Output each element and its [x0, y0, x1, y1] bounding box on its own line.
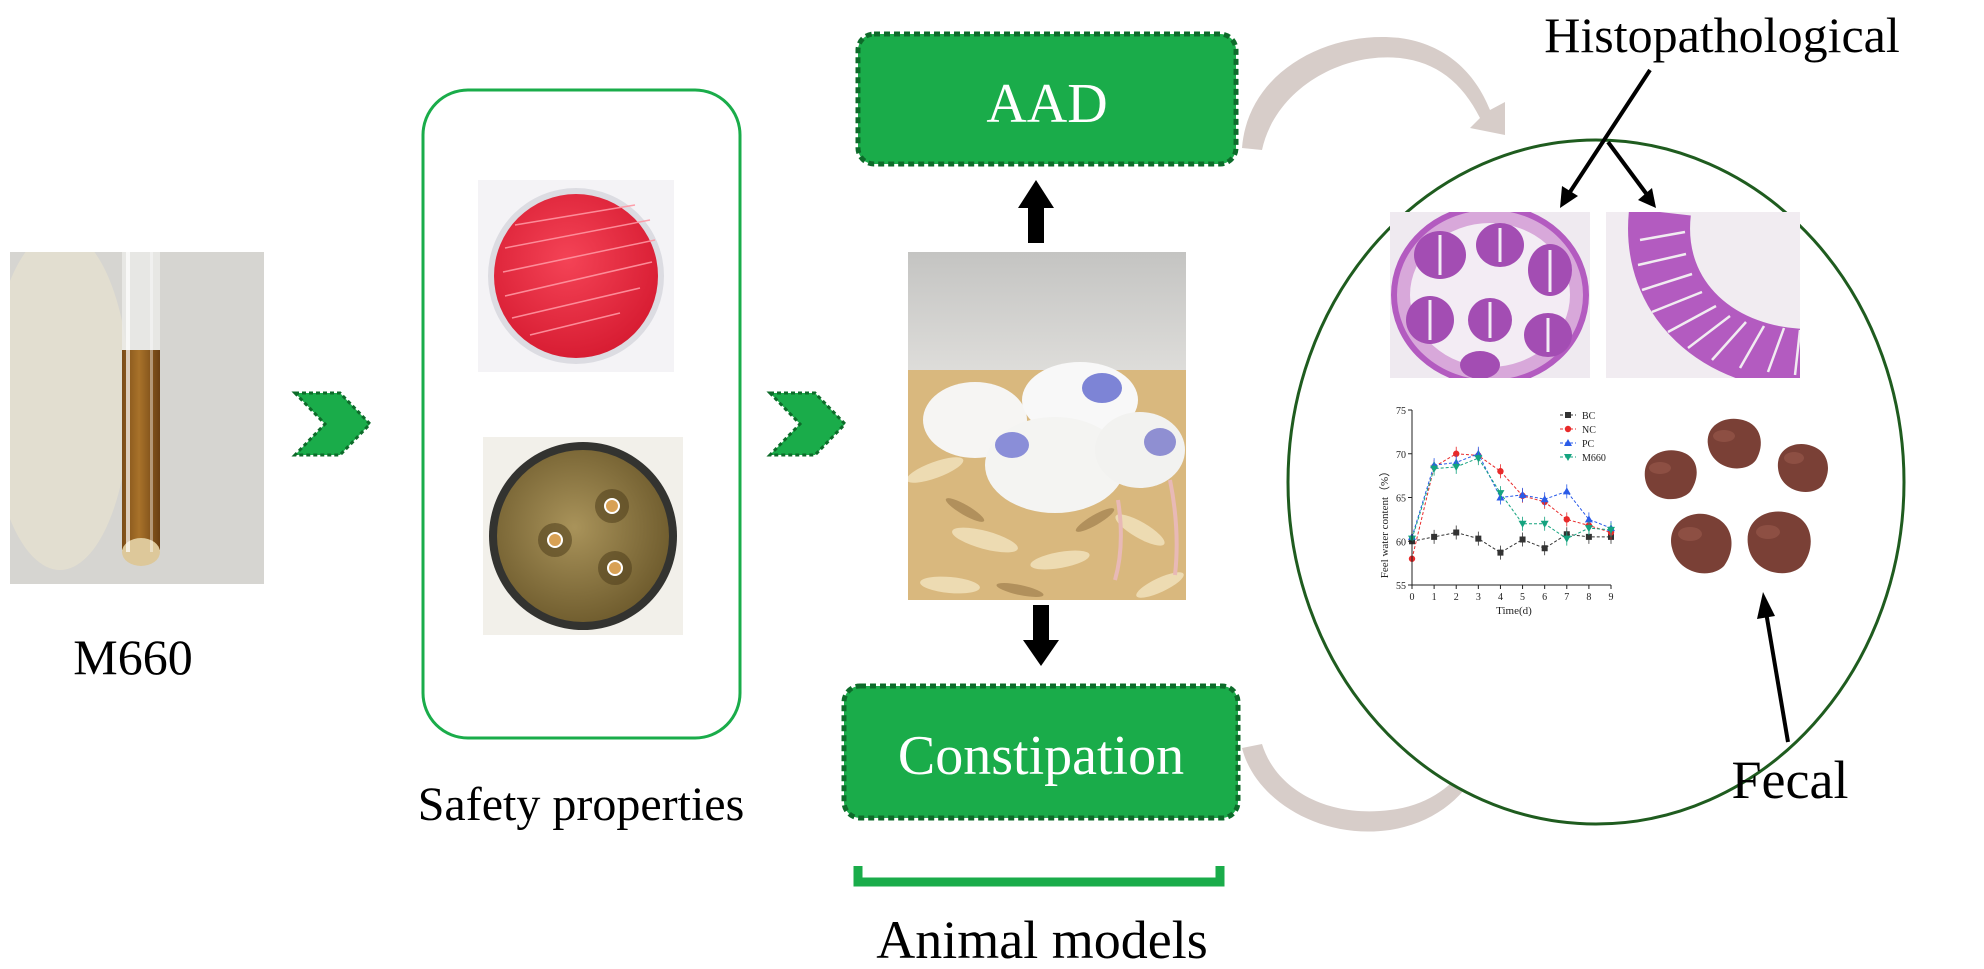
chart-legend: BC NC PC M660 — [1560, 411, 1606, 464]
legend-label: PC — [1582, 439, 1595, 450]
fecal-label: Fecal — [1732, 750, 1849, 810]
histology-colon-image — [1390, 212, 1590, 378]
fecal-pellet-icon — [1644, 450, 1697, 500]
chart-point — [1584, 515, 1593, 523]
chart-point — [1452, 463, 1461, 471]
constipation-box — [841, 683, 1241, 821]
chart-x-tick-label: 7 — [1564, 592, 1569, 603]
chart-series-line-bc — [1411, 531, 1611, 554]
chart-point — [1474, 455, 1483, 463]
animal-models-label: Animal models — [876, 910, 1207, 969]
aad-label: AAD — [986, 73, 1107, 135]
chart-point — [1541, 545, 1548, 552]
chart-point — [1518, 490, 1527, 498]
chart-x-tick-label: 0 — [1410, 592, 1415, 603]
chart-point — [1453, 450, 1460, 457]
chart-point — [1496, 490, 1505, 498]
histopathological-label: Histopathological — [1544, 7, 1900, 63]
legend-marker — [1564, 454, 1572, 461]
chart-point — [1497, 549, 1504, 556]
aad-box — [855, 31, 1239, 167]
chart-x-tick-label: 6 — [1542, 592, 1547, 603]
chart-point — [1475, 535, 1482, 542]
pointer-arrow-icon — [1757, 592, 1790, 743]
chart-series-line-pc — [1411, 453, 1612, 538]
legend-marker — [1565, 412, 1571, 418]
curved-arrow-icon — [1242, 36, 1505, 150]
chart-x-tick-label: 4 — [1498, 592, 1503, 603]
chart-point — [1540, 520, 1549, 528]
chart-axes: 55 60 65 70 75 0 1 2 3 4 5 6 7 8 9 — [1396, 406, 1614, 603]
chart-point — [1431, 533, 1438, 540]
legend-marker — [1564, 439, 1572, 446]
chart-point — [1563, 516, 1570, 523]
chart-x-tick-label: 5 — [1520, 592, 1525, 603]
chart-point — [1607, 526, 1615, 534]
chevron-arrow-icon — [766, 391, 848, 457]
chart-point — [1562, 535, 1571, 543]
chart-series-line-nc — [1411, 453, 1612, 559]
chart-y-tick-label: 65 — [1396, 494, 1406, 505]
chart-point — [1497, 468, 1504, 475]
inhibition-zone-plate — [483, 437, 683, 635]
animal-models-bracket — [853, 866, 1225, 887]
mice-photo — [908, 252, 1186, 600]
chevron-arrow-icon — [291, 391, 373, 457]
chart-point — [1518, 520, 1527, 528]
tube-photo — [10, 252, 264, 584]
fecal-pellet-icon — [1777, 444, 1828, 492]
safety-box — [421, 88, 742, 740]
chart-x-tick-label: 3 — [1476, 592, 1481, 603]
chart-x-tick-label: 2 — [1454, 592, 1459, 603]
chart-x-tick-label: 1 — [1432, 592, 1437, 603]
strain-label: M660 — [73, 629, 192, 685]
pointer-arrow-icon — [1560, 68, 1656, 208]
up-arrow-icon — [1018, 180, 1054, 243]
legend-label: NC — [1582, 425, 1596, 436]
chart-point — [1453, 529, 1460, 536]
histology-intestine-image — [1606, 212, 1800, 378]
chart-point — [1562, 487, 1571, 495]
safety-label: Safety properties — [418, 778, 745, 831]
legend-label: BC — [1582, 411, 1596, 422]
fecal-pellet-icon — [1747, 511, 1811, 574]
chart-point — [1519, 536, 1526, 543]
chart-point — [1585, 533, 1592, 540]
chart-point — [1584, 525, 1593, 533]
legend-marker — [1564, 425, 1572, 433]
chart-y-tick-label: 55 — [1396, 581, 1406, 592]
chart-x-tick-label: 9 — [1609, 592, 1614, 603]
fecal-pellet-icon — [1707, 418, 1761, 469]
chart-x-tick-label: 8 — [1586, 592, 1591, 603]
chart-ylabel: Feel water content（%） — [1378, 466, 1391, 578]
legend-label: M660 — [1582, 453, 1606, 464]
chart-y-tick-label: 75 — [1396, 406, 1406, 417]
fecal-pellets — [1644, 418, 1828, 574]
curved-arrow-icon — [1242, 712, 1500, 832]
chart-point — [1540, 495, 1549, 503]
fecal-pellet-icon — [1671, 513, 1732, 574]
chart-xlabel: Time(d) — [1496, 605, 1532, 617]
chart-point — [1430, 465, 1439, 473]
constipation-label: Constipation — [898, 725, 1184, 787]
red-agar-plate — [478, 180, 674, 372]
chart-y-tick-label: 60 — [1396, 537, 1406, 548]
chart-y-tick-label: 70 — [1396, 450, 1406, 461]
down-arrow-icon — [1023, 605, 1059, 666]
